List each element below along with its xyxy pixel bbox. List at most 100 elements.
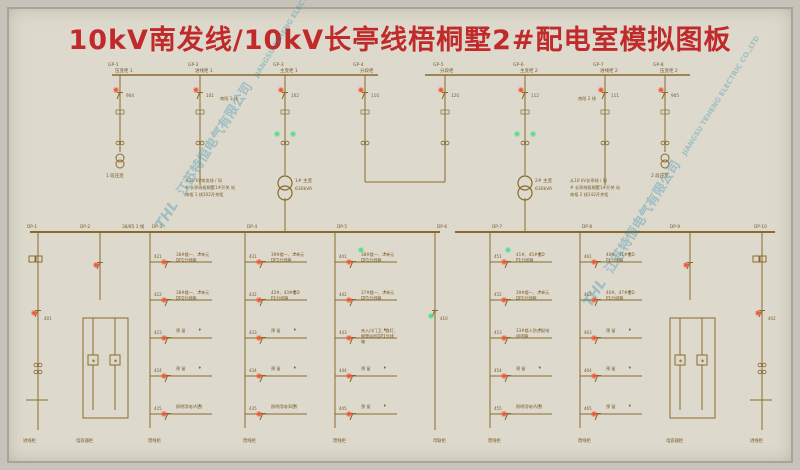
incomer-ct-2-b bbox=[38, 369, 43, 375]
circuit-lamp bbox=[162, 298, 166, 302]
hv-breaker-blade bbox=[196, 91, 201, 100]
circuit-desc: DP1分线箱 bbox=[176, 257, 197, 263]
lv-panel-no: DP-2 bbox=[80, 224, 90, 230]
hv-ct-a bbox=[440, 140, 445, 146]
circuit-id: 463 bbox=[584, 330, 592, 335]
dp7-top-lamp bbox=[506, 248, 510, 252]
circuit-desc: 照明用电(A回) bbox=[176, 403, 203, 409]
hv-panel-name: 分段柜 bbox=[360, 67, 374, 74]
circuit-desc: 40#、41#楼D bbox=[606, 251, 635, 257]
circuit-breaker-blade bbox=[349, 336, 354, 345]
hv-ct-a bbox=[600, 140, 605, 146]
circuit-desc: 预 留 bbox=[176, 365, 186, 371]
incoming-2-source: # 长亭线梧桐墅1#开关 站 bbox=[570, 184, 620, 191]
circuit-lamp bbox=[162, 260, 166, 264]
hv-panel-name: 进线柜 1 bbox=[195, 67, 213, 74]
circuit-lamp bbox=[257, 260, 261, 264]
hv-status-lamp bbox=[114, 88, 118, 92]
hv-panel-no: GP-8 bbox=[653, 62, 664, 68]
lv-panel-name: 母联柜 bbox=[433, 437, 447, 444]
circuit-ct-icon: ♦ bbox=[383, 289, 387, 294]
incomer-ct-2-a bbox=[757, 369, 762, 375]
circuit-lamp bbox=[592, 336, 596, 340]
hv-switch-box bbox=[600, 109, 610, 115]
circuit-breaker-blade bbox=[259, 260, 264, 269]
circuit-ct-icon: ♦ bbox=[293, 327, 297, 332]
lv-switchgear-section: DP-1进线柜DP-2电容器柜DP-3馈线柜DP-4馈线柜DP-5馈线柜DP-6… bbox=[23, 223, 776, 444]
pt-coil-b bbox=[115, 159, 125, 169]
hv-breaker-blade bbox=[661, 91, 666, 100]
hv-switch-box bbox=[280, 109, 290, 115]
circuit-desc: 照明用电(B回) bbox=[271, 403, 298, 409]
capacitor-star-icon: ✶ bbox=[91, 358, 96, 365]
circuit-ct-icon: ♦ bbox=[198, 403, 202, 408]
circuit-lamp bbox=[502, 336, 506, 340]
lv-panel-name: 进线柜 bbox=[750, 437, 764, 444]
hv-panel-no: GP-6 bbox=[513, 62, 524, 68]
cap-lamp bbox=[94, 263, 98, 267]
hv-status-lamp bbox=[279, 88, 283, 92]
circuit-ct-icon: ♦ bbox=[628, 365, 632, 370]
circuit-desc: DP2分线箱 bbox=[176, 295, 197, 301]
hv-switch-box bbox=[115, 109, 125, 115]
tx-label: 2# 主变 bbox=[535, 177, 553, 184]
circuit-desc: DP1分线箱 bbox=[361, 257, 382, 263]
circuit-ct-icon: ♦ bbox=[198, 327, 202, 332]
incomer-breaker-id: 402 bbox=[768, 316, 776, 321]
circuit-desc: 照明用电(A回) bbox=[516, 403, 543, 409]
circuit-desc: 亲入口门卫、路灯、 bbox=[361, 327, 398, 333]
circuit-id: 435 bbox=[249, 406, 257, 411]
lv-panel-name: 进线柜 bbox=[23, 437, 37, 444]
circuit-breaker-blade bbox=[349, 374, 354, 383]
circuit-desc: 38#楼一、二单元 bbox=[176, 289, 209, 295]
circuit-breaker-blade bbox=[164, 412, 169, 421]
circuit-ct-icon: ♦ bbox=[538, 403, 542, 408]
ct-box bbox=[752, 255, 760, 263]
circuit-id: 452 bbox=[494, 292, 502, 297]
circuit-lamp bbox=[592, 374, 596, 378]
lv-panel-no: DP-6 bbox=[437, 224, 447, 230]
hv-breaker-blade bbox=[441, 91, 446, 100]
hv-switch-tag: 112 bbox=[531, 93, 539, 98]
hv-breaker-blade bbox=[116, 91, 121, 100]
circuit-ct-icon: ♦ bbox=[538, 289, 542, 294]
circuit-ct-icon: ♦ bbox=[538, 365, 542, 370]
circuit-id: 432 bbox=[249, 292, 257, 297]
capacitor-bank-frame bbox=[82, 317, 129, 419]
lv-panel-no: DP-5 bbox=[337, 224, 347, 230]
circuit-lamp bbox=[502, 260, 506, 264]
circuit-breaker-blade bbox=[594, 336, 599, 345]
circuit-breaker-blade bbox=[504, 412, 509, 421]
incoming-1-source: 从10 kV南发线 / 同 bbox=[185, 177, 222, 184]
circuit-desc: 箱 bbox=[361, 338, 365, 344]
circuit-desc: P1分线箱 bbox=[606, 295, 623, 301]
incomer-breaker-blade bbox=[758, 309, 763, 318]
circuit-id: 433 bbox=[249, 330, 257, 335]
circuit-desc: 预 留 bbox=[606, 327, 616, 333]
hv-panel-no: GP-4 bbox=[353, 62, 364, 68]
circuit-id: 465 bbox=[584, 406, 592, 411]
hv-panel-name: 主变柜 2 bbox=[520, 67, 538, 74]
circuit-lamp bbox=[347, 374, 351, 378]
circuit-ct-icon: ♦ bbox=[383, 365, 387, 370]
capacitor-bank-frame bbox=[669, 317, 716, 419]
hv-panel-name: 压变柜 1 bbox=[115, 67, 133, 74]
hv-panel-no: GP-7 bbox=[593, 62, 604, 68]
circuit-id: 453 bbox=[494, 330, 502, 335]
circuit-breaker-blade bbox=[504, 374, 509, 383]
hv-ct-b bbox=[365, 140, 370, 146]
hv-switch-tag: 120 bbox=[451, 93, 459, 98]
circuit-id: 444 bbox=[339, 368, 347, 373]
circuit-lamp bbox=[162, 374, 166, 378]
circuit-ct-icon: ♦ bbox=[383, 403, 387, 408]
capacitor-star-icon: ✶ bbox=[678, 358, 683, 365]
incoming-1-source: 南梧 1 线102开关柜 bbox=[185, 191, 223, 198]
incomer-ct-b bbox=[762, 362, 767, 368]
circuit-ct-icon: ♦ bbox=[293, 365, 297, 370]
circuit-breaker-blade bbox=[164, 374, 169, 383]
circuit-lamp bbox=[502, 412, 506, 416]
lv-panel-name: 馈线柜 bbox=[148, 437, 162, 444]
circuit-breaker-blade bbox=[349, 260, 354, 269]
hv-ct-a bbox=[660, 140, 665, 146]
